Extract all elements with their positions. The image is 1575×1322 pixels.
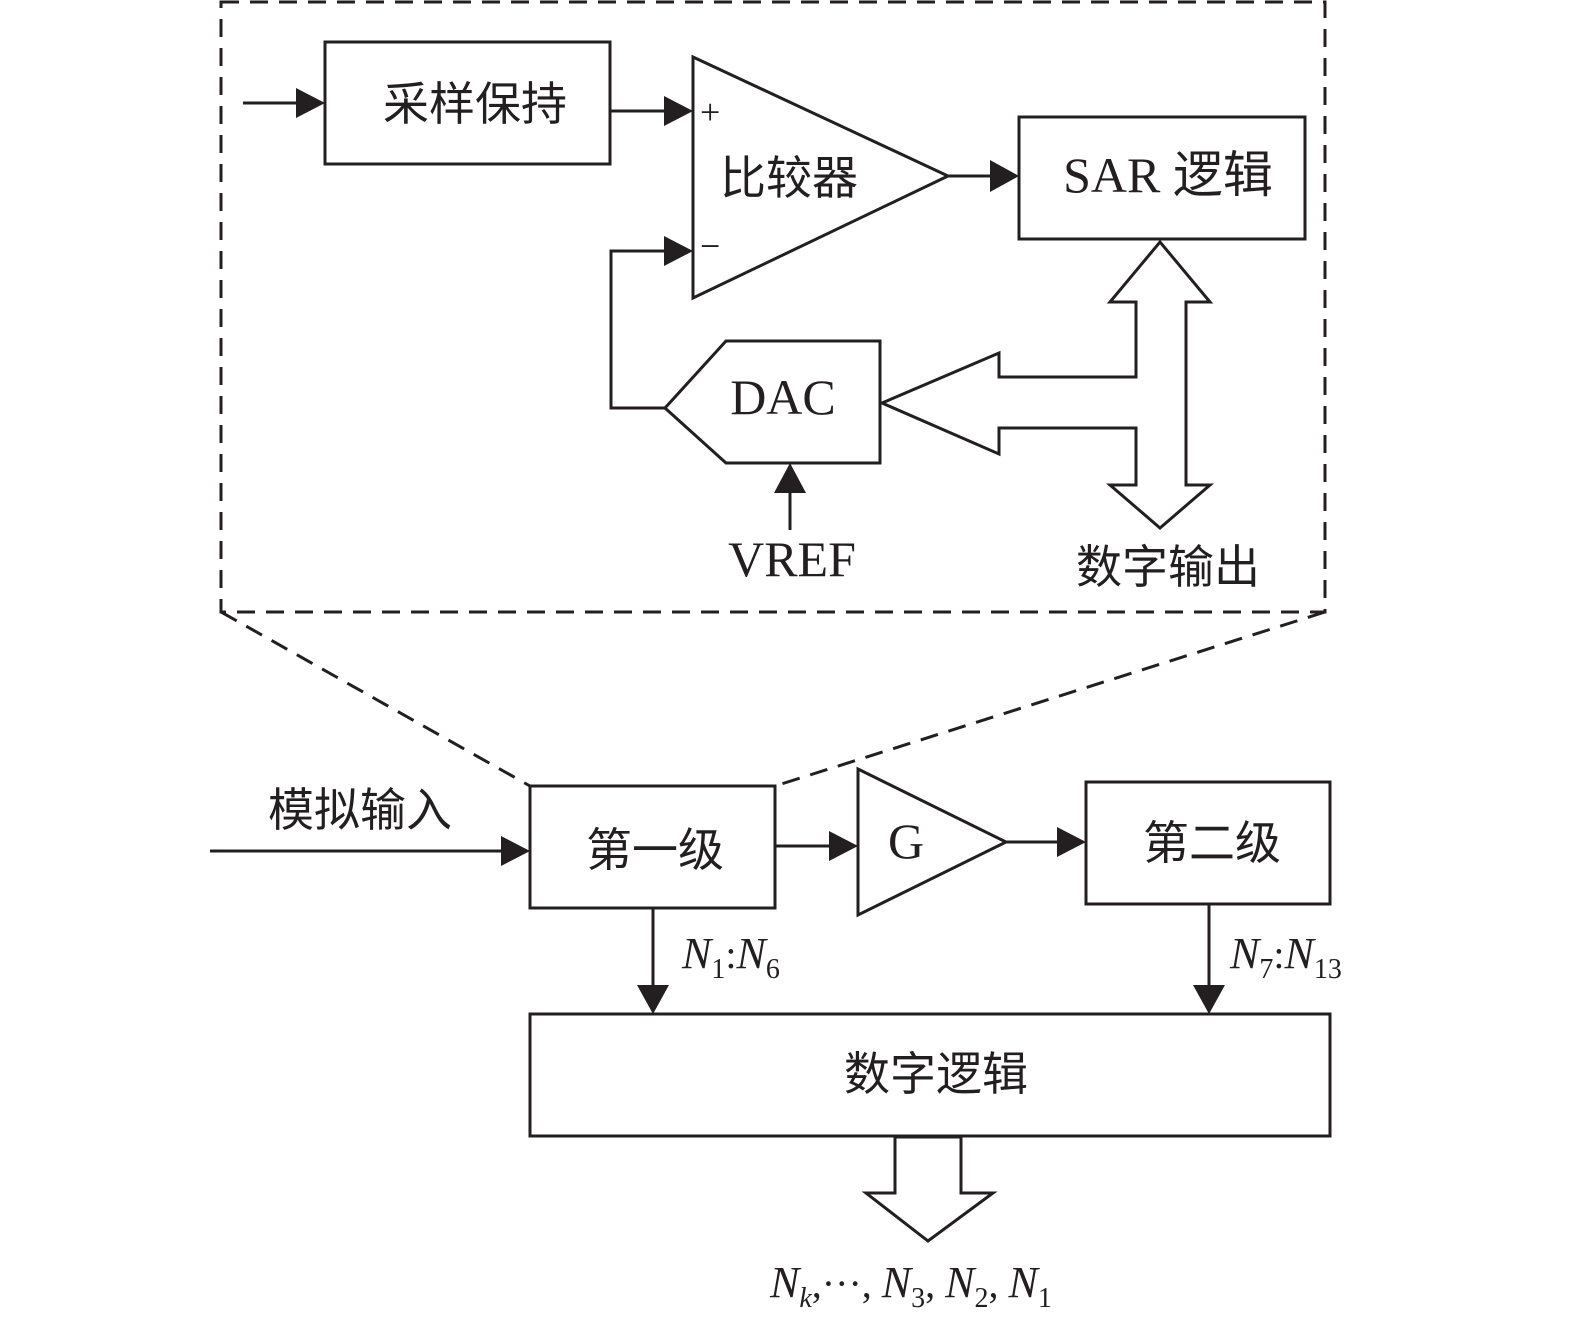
zoom-line-left: [220, 610, 531, 788]
sample-hold-block: 采样保持: [323, 40, 612, 166]
stage2-bits-label: N7:N13: [1229, 929, 1342, 985]
stage2-block: 第二级: [1084, 780, 1332, 906]
stage2-label: 第二级: [1143, 816, 1281, 870]
comparator-label: 比较器: [720, 151, 858, 205]
sar-bus-arrow: [878, 239, 1215, 530]
analog-input-label: 模拟输入: [268, 783, 452, 837]
dac-feedback-arrow: [609, 236, 693, 410]
stage2-bits-arrow: [1193, 904, 1225, 1014]
plus-sign: +: [700, 92, 720, 132]
comparator-to-sar-arrow: [948, 160, 1019, 192]
stage1-to-gain-arrow: [775, 831, 858, 861]
stage1-block: 第一级: [528, 784, 777, 910]
vref-arrow: VREF: [728, 463, 856, 587]
sh-input-arrow: [243, 88, 325, 118]
digital-logic-block: 数字逻辑: [528, 1012, 1332, 1138]
stage1-bits-label: N1:N6: [681, 929, 780, 985]
gain-amplifier: G: [856, 766, 1010, 918]
sh-to-comparator-arrow: [610, 96, 693, 126]
sar-detail-boundary: [219, 0, 1327, 614]
stage1-bits-arrow: [637, 908, 669, 1014]
output-bus-arrow: [861, 1135, 998, 1243]
comparator-block: + − 比较器: [691, 54, 952, 301]
stage1-label: 第一级: [586, 823, 724, 877]
dac-block: DAC: [662, 339, 882, 465]
digital-logic-label: 数字逻辑: [844, 1047, 1028, 1101]
sample-hold-label: 采样保持: [383, 77, 567, 131]
minus-sign: −: [700, 226, 720, 266]
dac-label: DAC: [730, 369, 836, 425]
sar-logic-label: SAR 逻辑: [1063, 147, 1273, 203]
digital-output-label: 数字输出: [1076, 540, 1260, 594]
vref-label: VREF: [728, 531, 856, 587]
analog-input-arrow: [210, 836, 530, 866]
output-bits-label: Nk,···, N3, N2, N1: [769, 1258, 1052, 1314]
gain-to-stage2-arrow: [1006, 827, 1086, 857]
zoom-line-right: [774, 610, 1326, 788]
gain-label: G: [888, 813, 924, 869]
sar-logic-block: SAR 逻辑: [1017, 115, 1307, 241]
